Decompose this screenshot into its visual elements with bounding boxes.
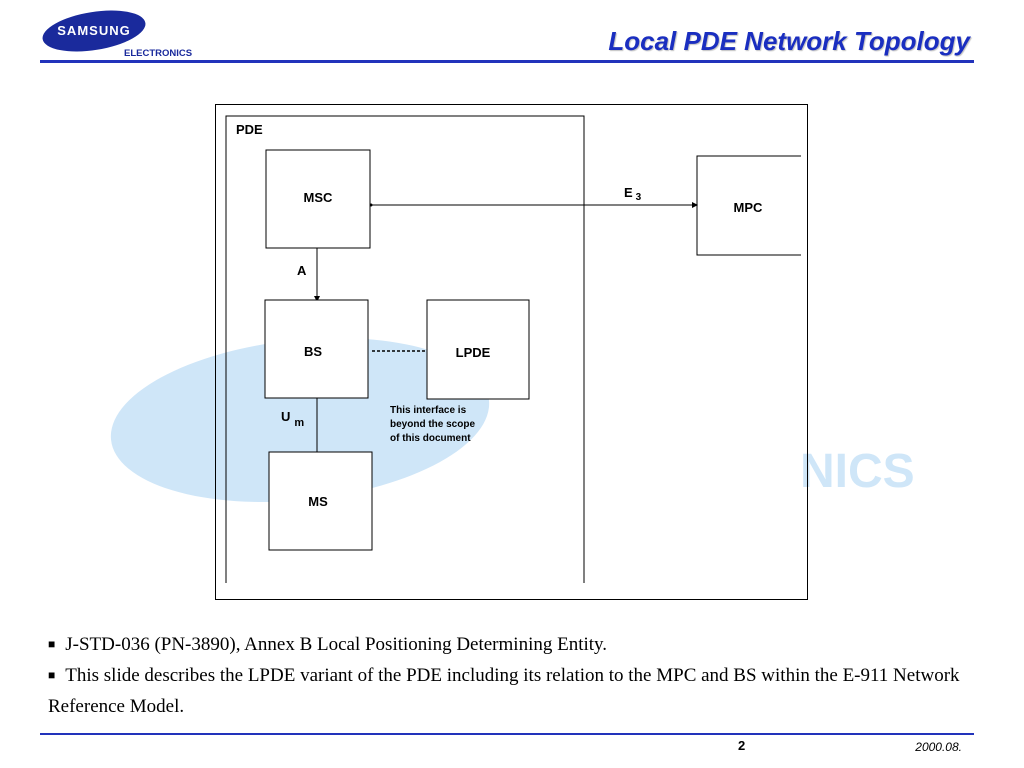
logo-subtext: ELECTRONICS <box>124 48 193 59</box>
msc-node <box>265 149 371 249</box>
bullet-text: J-STD-036 (PN-3890), Annex B Local Posit… <box>65 634 608 655</box>
ms-label: MS <box>308 494 328 509</box>
watermark-text: NICS <box>800 445 915 498</box>
e3-link-origin <box>369 203 373 207</box>
bullet-item: ■This slide describes the LPDE variant o… <box>48 661 993 722</box>
a-label: A <box>297 263 307 278</box>
bullet-item: ■ J-STD-036 (PN-3890), Annex B Local Posi… <box>48 630 993 661</box>
ms-node <box>268 451 373 551</box>
samsung-logo: SAMSUNG ELECTRONICS <box>38 4 198 62</box>
title-divider <box>40 60 974 63</box>
bullet-list: ■ J-STD-036 (PN-3890), Annex B Local Posi… <box>48 630 993 722</box>
scope-note: This interface is beyond the scope of th… <box>390 405 478 444</box>
pde-label: PDE <box>236 122 263 137</box>
diagram-frame <box>215 104 808 600</box>
pde-boundary <box>225 115 585 583</box>
lpde-label: LPDE <box>456 345 491 360</box>
logo-text: SAMSUNG <box>57 23 131 38</box>
page-number: 2 <box>738 738 746 753</box>
footer-date: 2000.08. <box>915 740 962 754</box>
bs-label: BS <box>304 344 322 359</box>
bullet-icon: ■ <box>48 637 56 651</box>
slide-title: Local PDE Network Topology <box>608 26 970 56</box>
mpc-label: MPC <box>734 200 764 215</box>
bullet-text: This slide describes the LPDE variant of… <box>48 665 960 717</box>
footer-divider <box>40 733 974 735</box>
bullet-icon: ■ <box>48 668 56 682</box>
lpde-node <box>426 299 530 400</box>
msc-label: MSC <box>304 190 334 205</box>
bs-node <box>264 299 369 399</box>
